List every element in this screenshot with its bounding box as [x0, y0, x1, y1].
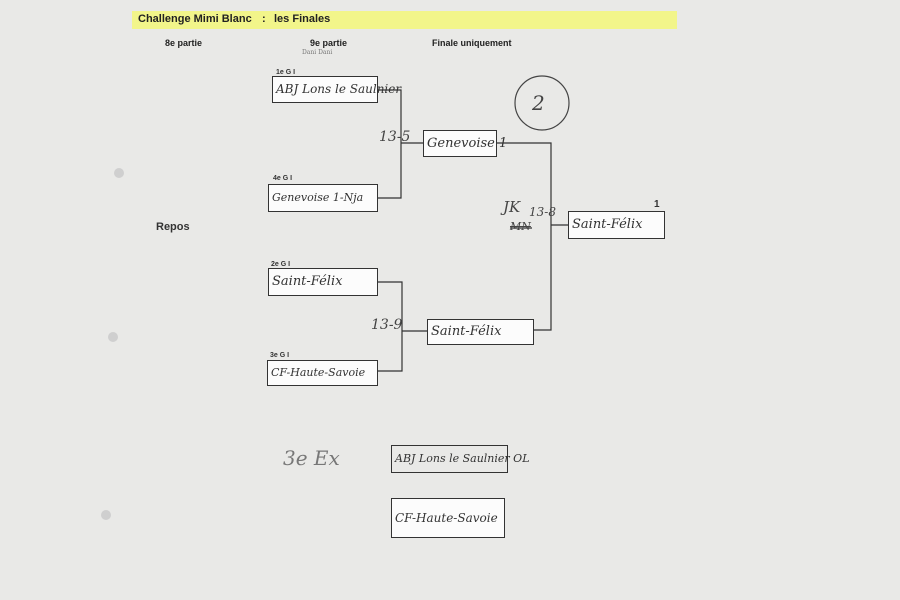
team-box-4: CF-Haute-Savoie: [267, 360, 378, 386]
binder-hole-bottom: [101, 510, 111, 520]
team-box-2: Genevoise 1-Nja: [268, 184, 378, 212]
title-highlight: [132, 11, 677, 29]
third-place-team-b: CF-Haute-Savoie: [391, 498, 505, 538]
final-score: 13-8: [529, 205, 556, 219]
team-box-1: ABJ Lons le Saulnier: [272, 76, 401, 103]
semi1-score: 13-5: [379, 129, 411, 145]
repos-label: Repos: [156, 221, 190, 233]
winner-rank: 1: [654, 199, 660, 210]
title-separator: :: [262, 13, 266, 25]
semi2-score: 13-9: [371, 317, 403, 333]
column-round2: 9e partie: [310, 38, 348, 48]
semifinal-box-2: Saint-Félix: [427, 319, 534, 345]
circled-number: 2: [532, 91, 545, 115]
final-initials: JK: [503, 198, 521, 216]
binder-hole-top: [114, 168, 124, 178]
team-box-3: Saint-Félix: [268, 268, 378, 296]
final-struck-initials: MN: [510, 220, 531, 233]
seed-label-1: 1e G I: [276, 69, 296, 76]
final-box: Saint-Félix: [568, 211, 665, 239]
semifinal-box-1: Genevoise 1: [423, 130, 507, 157]
column-final: Finale uniquement: [432, 38, 512, 48]
seed-label-3: 2e G I: [271, 261, 291, 268]
column-round1: 8e partie: [165, 38, 203, 48]
seed-label-2: 4e G I: [273, 175, 293, 182]
binder-hole-middle: [108, 332, 118, 342]
page-title: Challenge Mimi Blanc: [138, 13, 252, 25]
round2-handwritten-note: Dani Dani: [302, 49, 333, 56]
third-place-team-a: ABJ Lons le Saulnier OL: [391, 445, 530, 473]
page-subtitle: les Finales: [274, 13, 331, 25]
seed-label-4: 3e G I: [270, 352, 290, 359]
third-place-label: 3e Ex: [283, 446, 340, 470]
